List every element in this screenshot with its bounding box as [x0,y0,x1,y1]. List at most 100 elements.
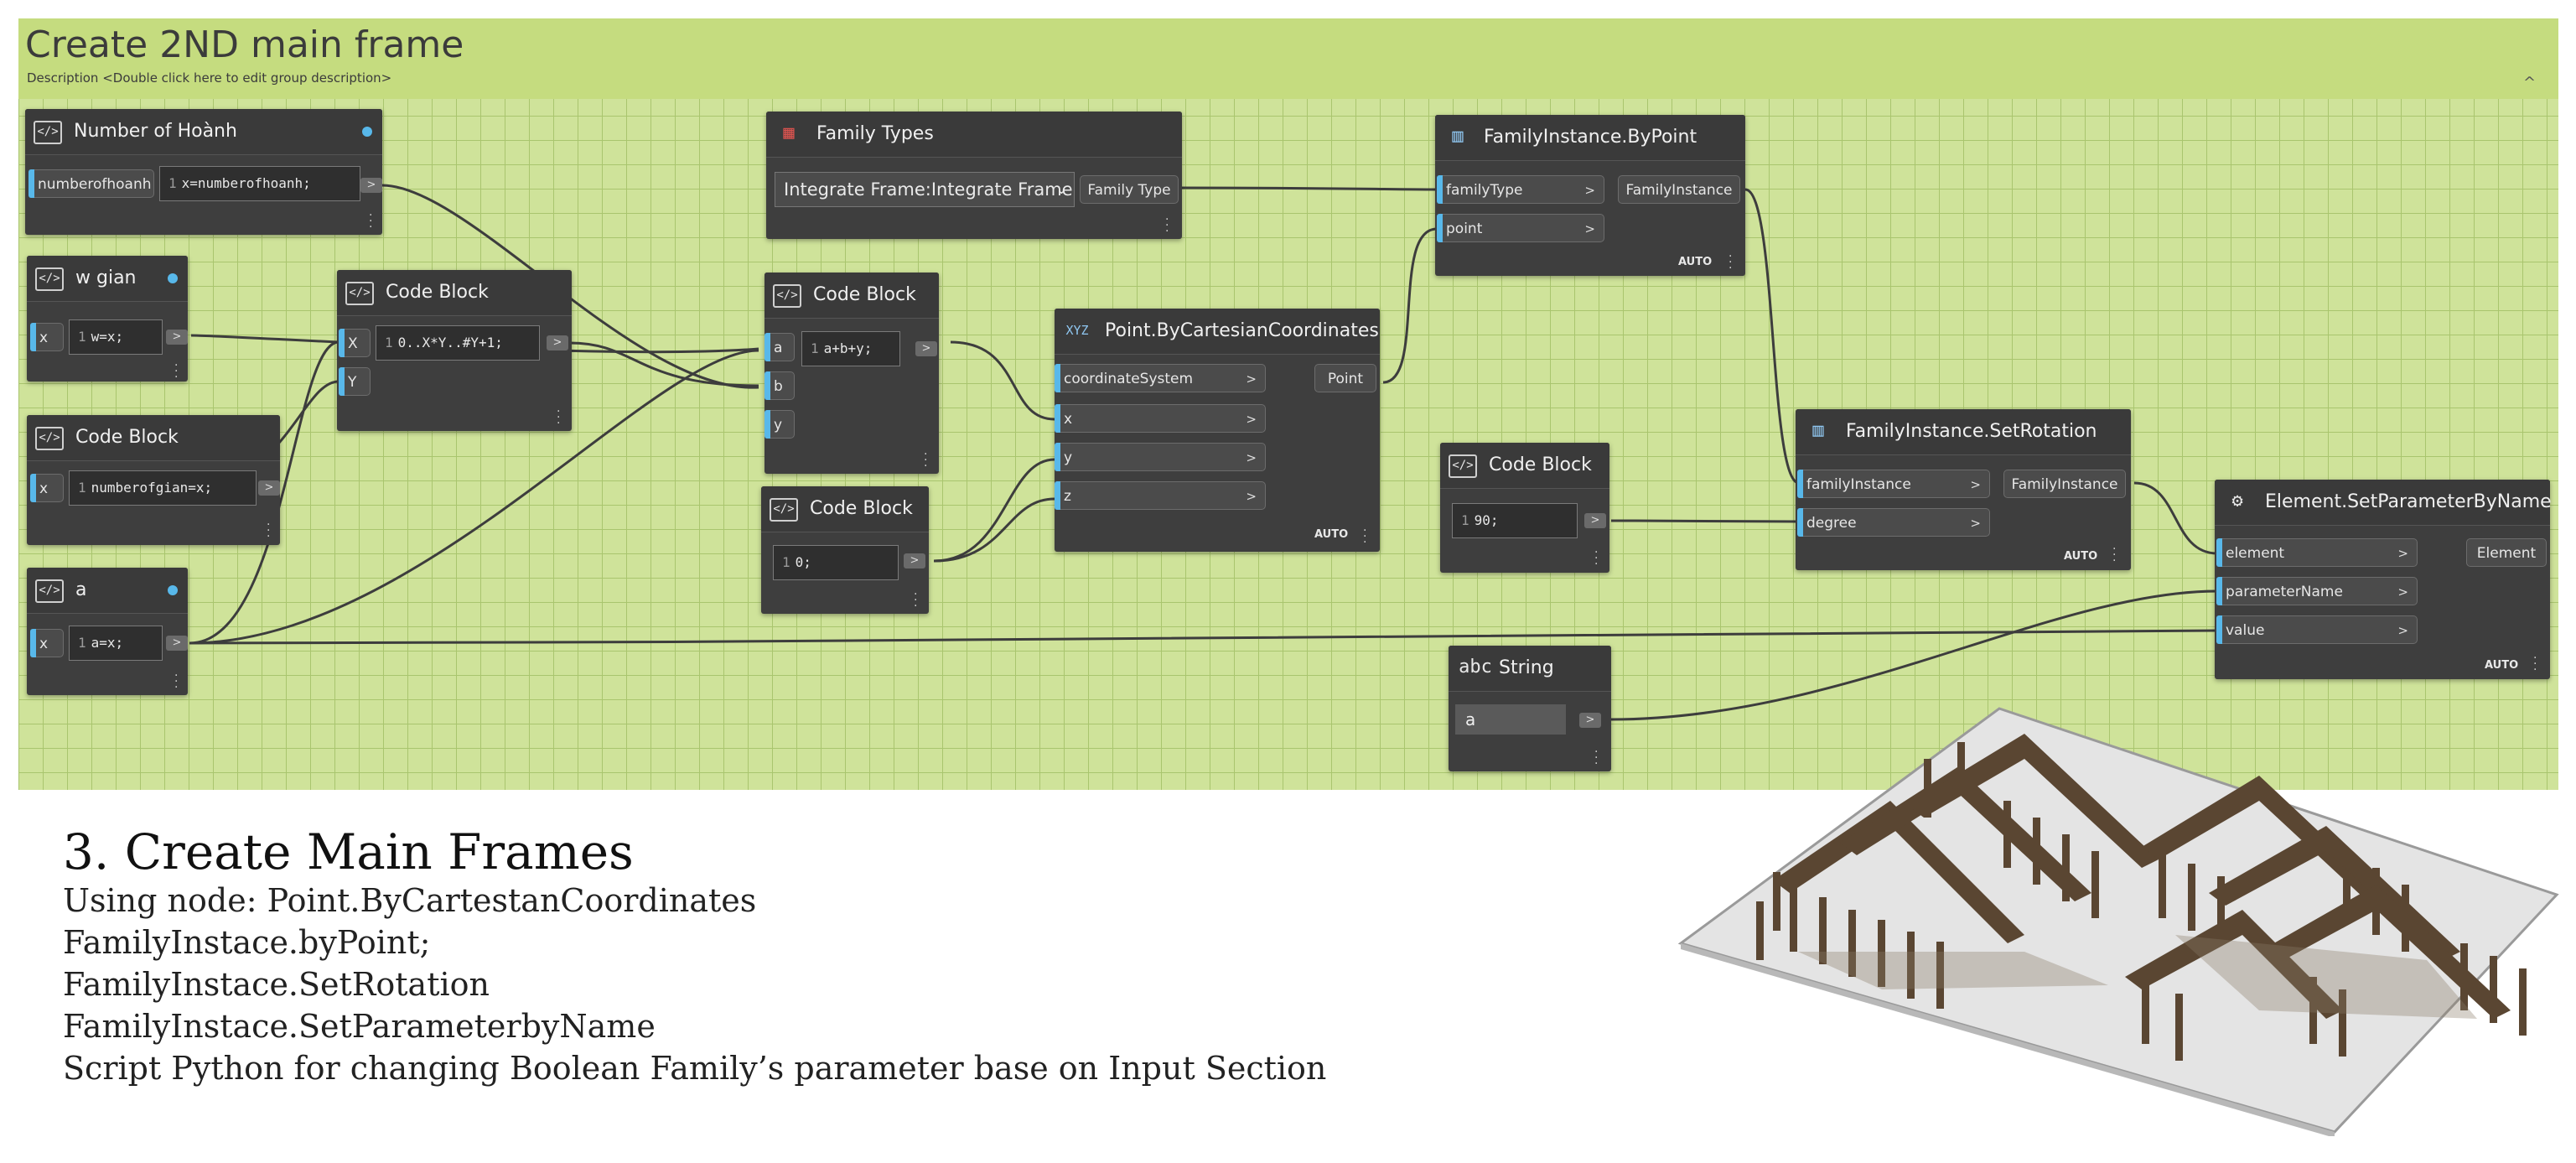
output-port[interactable]: > [547,335,568,350]
output-port-point[interactable]: Point [1314,364,1376,392]
code-block-icon: </> [770,498,798,522]
string-value-input[interactable]: a [1455,704,1566,735]
output-port-family-type[interactable]: Family Type [1080,175,1179,204]
caption-title: 3. Create Main Frames [63,823,634,880]
output-port-family-instance[interactable]: FamilyInstance [1618,175,1740,204]
node-menu-icon[interactable]: ··· [174,359,179,384]
input-port-degree[interactable]: degree> [1797,508,1990,537]
node-menu-icon[interactable]: ··· [1165,213,1169,238]
node-family-instance-by-point[interactable]: ▥ FamilyInstance.ByPoint familyType> poi… [1435,115,1745,276]
node-menu-icon[interactable]: ··· [914,588,918,613]
node-header [27,415,280,461]
input-port-x[interactable]: x [30,629,64,657]
code-block-icon: </> [1449,454,1477,478]
node-title: Code Block [813,284,916,305]
code-text: w=x; [91,329,124,345]
input-port-x[interactable]: x [30,323,64,351]
node-set-rotation[interactable]: ▥ FamilyInstance.SetRotation familyInsta… [1796,409,2131,570]
output-port[interactable]: > [1579,713,1601,728]
arrow-icon: > [1246,412,1257,427]
output-port[interactable]: > [166,330,188,345]
input-port-a[interactable]: a [765,333,795,361]
node-menu-icon[interactable]: ··· [1594,546,1599,571]
output-port[interactable]: > [1584,513,1606,528]
node-menu-icon[interactable]: ··· [1729,250,1733,275]
node-menu-icon[interactable]: ··· [174,669,179,694]
node-menu-icon[interactable]: ··· [924,448,928,473]
output-port[interactable]: > [904,553,925,569]
group-description[interactable]: Description <Double click here to edit g… [27,70,392,86]
node-menu-icon[interactable]: ··· [1363,524,1367,549]
wire [1744,188,1800,485]
line-number: 1 [782,554,790,570]
family-instance-icon: ▥ [1812,420,1824,441]
3d-frame-model-image [1677,707,2559,1136]
node-title: Code Block [386,282,489,303]
input-port-parameter-name[interactable]: parameterName> [2216,577,2418,605]
collapse-chevron-icon[interactable]: ^ [2523,74,2537,91]
port-label: a [774,340,783,356]
node-menu-icon[interactable]: ··· [1594,745,1599,771]
output-port[interactable]: > [166,636,188,651]
port-label: element [2226,545,2285,562]
output-port-family-instance[interactable]: FamilyInstance [2003,470,2126,498]
input-port-family-instance[interactable]: familyInstance> [1797,470,1990,498]
family-type-dropdown[interactable]: Integrate Frame:Integrate Frame ⌄ [775,172,1075,207]
input-port-element[interactable]: element> [2216,538,2418,567]
node-point-by-cartesian[interactable]: XYZ Point.ByCartesianCoordinates coordin… [1055,309,1380,552]
node-menu-icon[interactable]: ··· [369,209,373,234]
input-port-b[interactable]: b [765,371,795,400]
input-port-family-type[interactable]: familyType> [1437,175,1604,204]
input-port-y[interactable]: Y [339,367,371,396]
node-menu-icon[interactable]: ··· [557,405,561,430]
input-port-x[interactable]: X [339,329,371,357]
lacing-label: AUTO [1678,256,1713,268]
input-port-coordinate-system[interactable]: coordinateSystem> [1055,364,1266,392]
input-port-x[interactable]: x [30,474,64,502]
caption-line: Script Python for changing Boolean Famil… [63,1050,1327,1087]
node-menu-icon[interactable]: ··· [2533,652,2537,677]
input-port-numberofhoanh[interactable]: numberofhoanh [29,169,154,198]
node-set-parameter-by-name[interactable]: ⚙ Element.SetParameterByName element> pa… [2215,480,2552,679]
input-port-point[interactable]: point> [1437,214,1604,242]
input-port-y[interactable]: y> [1055,443,1266,471]
input-port-z[interactable]: z> [1055,481,1266,510]
output-port-element[interactable]: Element [2466,538,2547,567]
input-port-y[interactable]: y [765,410,795,439]
output-port[interactable]: > [915,341,937,356]
caption-line: FamilyInstace.byPoint; [63,924,431,961]
node-menu-icon[interactable]: ··· [2112,543,2117,568]
code-text: x=numberofhoanh; [181,175,311,191]
input-port-value[interactable]: value> [2216,615,2418,644]
arrow-icon: > [1970,477,1981,492]
caption-line: FamilyInstace.SetRotation [63,966,490,1003]
input-port-x[interactable]: x> [1055,404,1266,433]
node-header [1449,646,1611,692]
arrow-icon: > [1970,516,1981,531]
output-port[interactable]: > [360,178,382,193]
node-menu-icon[interactable]: ··· [267,518,271,543]
node-string[interactable]: abc String a > ··· [1449,646,1611,771]
node-family-types[interactable]: ▦ Family Types Integrate Frame:Integrate… [766,112,1182,239]
group-header[interactable] [18,18,2558,99]
group-title[interactable]: Create 2ND main frame [25,23,464,66]
chevron-down-icon: ⌄ [1055,181,1067,197]
output-port[interactable]: > [258,480,280,496]
